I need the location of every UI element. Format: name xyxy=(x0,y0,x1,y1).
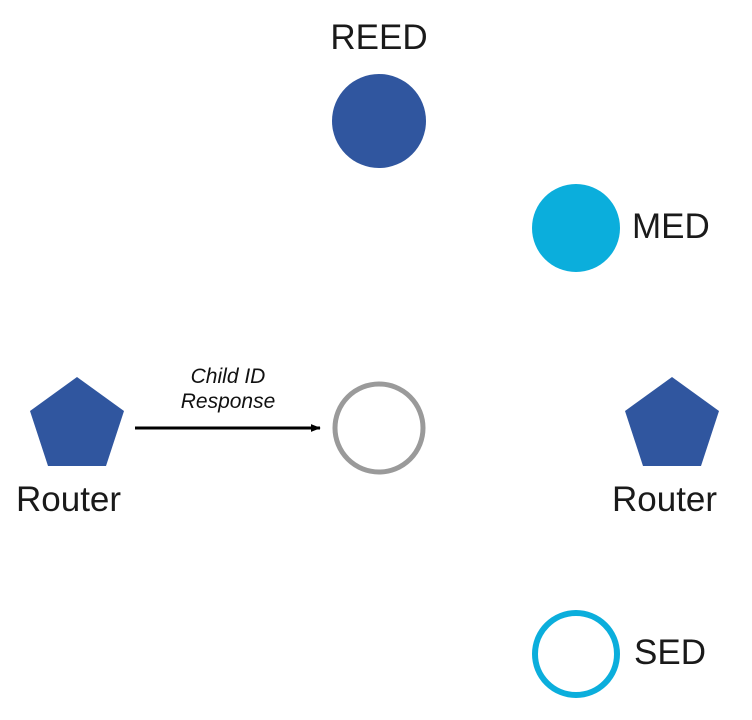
node-reed-label: REED xyxy=(330,18,428,57)
node-router-right-pentagon[interactable] xyxy=(625,377,719,466)
node-med-circle[interactable] xyxy=(532,184,620,272)
node-sed-label: SED xyxy=(634,633,706,672)
node-reed-circle[interactable] xyxy=(332,74,426,168)
node-med-label: MED xyxy=(632,207,710,246)
node-router-right-label: Router xyxy=(612,480,718,519)
node-joiner-center-circle[interactable] xyxy=(332,381,426,475)
node-router-left-label: Router xyxy=(16,480,122,519)
node-router-left-pentagon[interactable] xyxy=(30,377,124,466)
node-sed-circle[interactable] xyxy=(532,610,620,698)
edge-child-id-response-label: Child ID Response xyxy=(180,365,276,413)
